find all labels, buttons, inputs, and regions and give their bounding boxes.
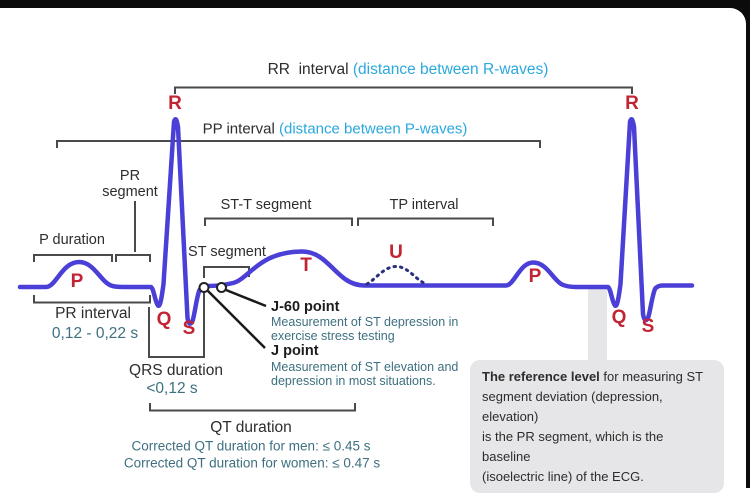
pp-label-text: PP interval	[202, 120, 275, 138]
ecg-trace	[17, 116, 695, 326]
frame-top-bar	[0, 0, 750, 8]
reference-connector-band	[588, 289, 607, 362]
j60-pointer-line	[225, 288, 267, 308]
stt-segment-bracket	[204, 217, 353, 226]
j-point-description: Measurement of ST elevation and depressi…	[271, 360, 459, 388]
p-duration-bracket	[33, 254, 113, 262]
qt-women-value: Corrected QT duration for women: ≤ 0.47 …	[123, 455, 381, 471]
j-point-marker-icon	[198, 282, 210, 293]
wave-letter-s2: S	[641, 316, 655, 337]
reference-note-text: for measuring ST segment deviation (depr…	[482, 369, 704, 484]
u-wave-dotted	[365, 264, 427, 286]
wave-letter-u: U	[389, 242, 403, 263]
pr-segment-bracket	[115, 254, 151, 262]
j60-point-marker-icon	[216, 282, 227, 293]
pr-interval-label: PR interval	[55, 305, 131, 322]
wave-letter-r1: R	[168, 93, 182, 114]
pr-segment-label: PR segment	[102, 168, 158, 200]
j-pointer-line	[207, 290, 266, 349]
qrs-duration-bracket	[148, 292, 205, 358]
tp-interval-label: TP interval	[389, 197, 459, 213]
stt-segment-label: ST-T segment	[220, 197, 312, 213]
wave-letter-q2: Q	[611, 307, 627, 328]
wave-letter-p2: P	[528, 266, 542, 287]
j60-point-description: Measurement of ST depression in exercise…	[271, 315, 459, 343]
rr-label-text: RR interval	[267, 61, 349, 78]
tp-interval-bracket	[357, 217, 494, 226]
reference-note-box: The reference level for measuring ST seg…	[470, 360, 724, 493]
frame-corner-rounding	[712, 8, 746, 42]
qrs-duration-value: <0,12 s	[146, 380, 198, 397]
qt-duration-label: QT duration	[210, 419, 292, 436]
rr-label-note: (distance between R-waves)	[348, 61, 549, 78]
wave-letter-q1: Q	[156, 309, 172, 330]
pr-interval-value: 0,12 - 0,22 s	[51, 325, 139, 342]
interval-brackets	[33, 86, 633, 412]
reference-note-bold: The reference level	[482, 369, 600, 384]
wave-letter-s1: S	[182, 318, 196, 339]
pr-interval-bracket	[33, 295, 151, 304]
wave-letter-t: T	[300, 255, 312, 276]
rr-interval-label: RR interval (distance between R-waves)	[268, 61, 549, 79]
j60-point-label: J-60 point	[271, 299, 340, 315]
frame-right-bar	[746, 0, 750, 488]
rr-bracket	[174, 86, 633, 94]
wave-letter-r2: R	[625, 93, 639, 114]
p-duration-label: P duration	[39, 232, 105, 248]
qt-men-value: Corrected QT duration for men: ≤ 0.45 s	[131, 438, 371, 453]
pp-bracket	[56, 140, 541, 148]
wave-letter-p1: P	[70, 271, 84, 292]
qrs-duration-label: QRS duration	[129, 362, 223, 379]
j-point-label: J point	[271, 343, 319, 359]
st-segment-label: ST segment	[188, 244, 266, 260]
pointer-lines	[207, 288, 267, 349]
pp-interval-label: PP interval (distance between P-waves)	[203, 121, 468, 138]
qt-duration-bracket	[149, 403, 356, 412]
pp-label-note: (distance between P-waves)	[274, 120, 468, 138]
